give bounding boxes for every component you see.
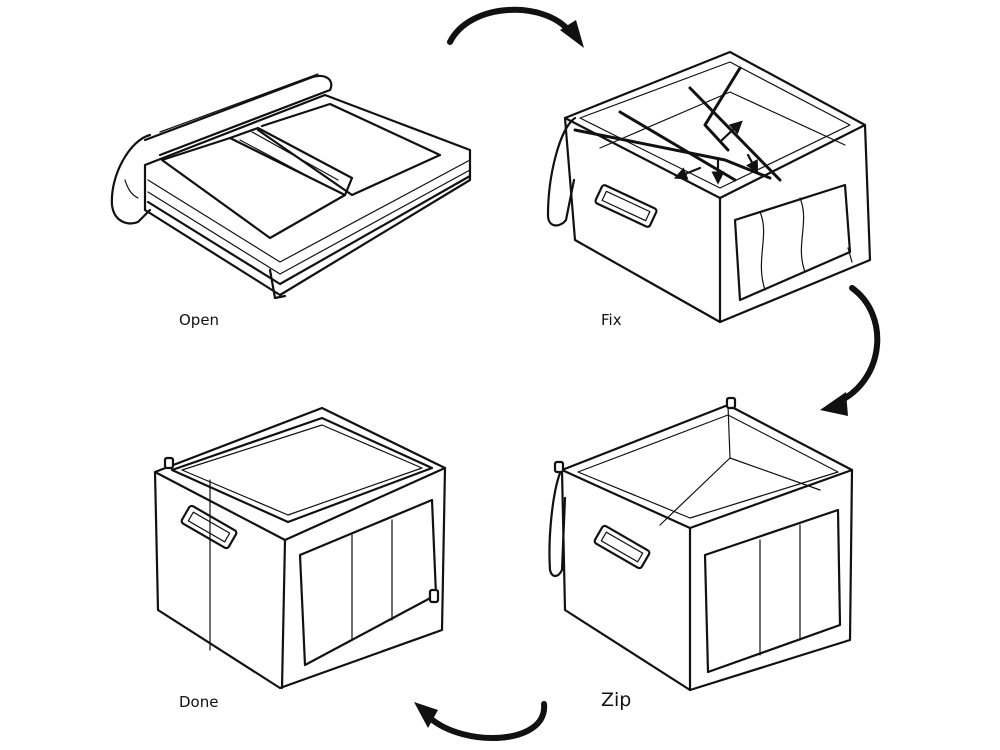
- arrow-fix-to-zip: [820, 285, 881, 416]
- step-label-done: Done: [179, 693, 219, 711]
- box-zip-illustration: [548, 396, 854, 692]
- box-closed-illustration: [153, 406, 447, 690]
- box-collapsed-illustration: [110, 73, 472, 300]
- step-label-fix: Fix: [601, 311, 622, 329]
- box-fix-illustration: [546, 50, 872, 324]
- arrow-open-to-fix: [447, 6, 584, 48]
- step-label-open: Open: [179, 311, 220, 329]
- arrow-zip-to-done: [414, 701, 548, 741]
- step-label-zip: Zip: [601, 689, 632, 711]
